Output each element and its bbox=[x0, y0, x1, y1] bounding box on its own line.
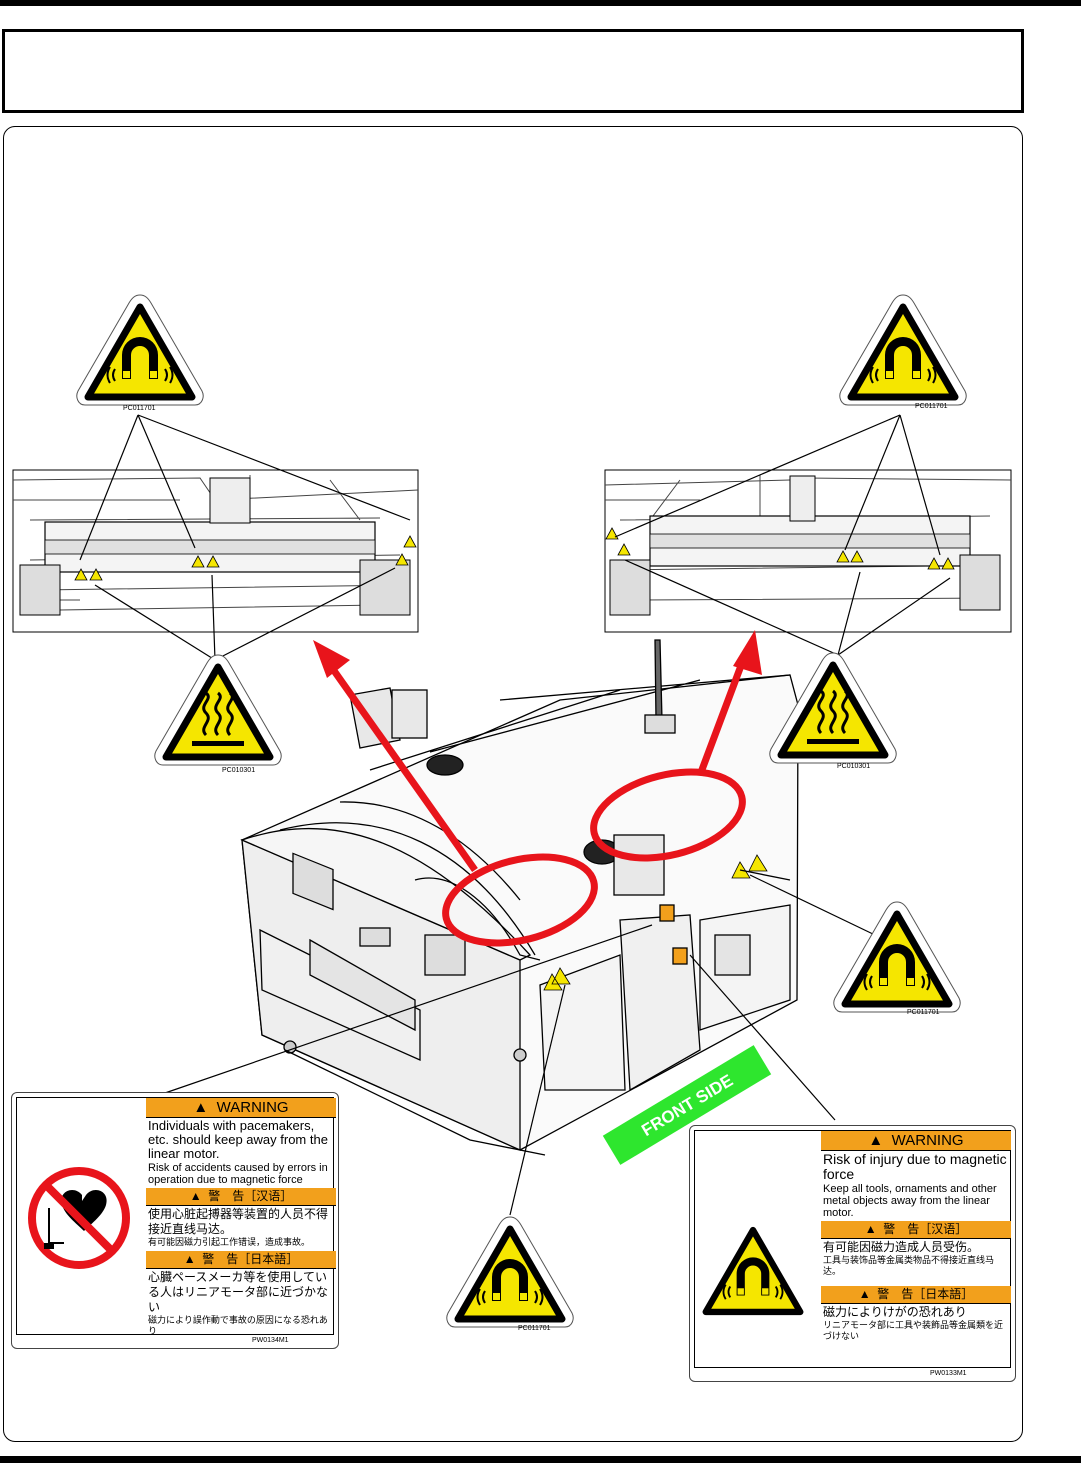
warning-ja-main: 心臓ペースメーカ等を使用している人はリニアモータ部に近づかない bbox=[148, 1270, 329, 1314]
sign-code: PC010301 bbox=[837, 763, 870, 770]
warning-text-block: ▲ WARNING Risk of injury due to magnetic… bbox=[821, 1131, 1011, 1345]
hot-surface-icon bbox=[155, 655, 281, 765]
label-code: PW0133M1 bbox=[930, 1370, 967, 1377]
warning-en-sub: Keep all tools, ornaments and other meta… bbox=[823, 1183, 997, 1219]
warning-ja-title: 警 告［日本語］ bbox=[202, 1252, 299, 1266]
exclamation-triangle-icon: ▲ bbox=[183, 1252, 196, 1266]
sign-code: PC011701 bbox=[123, 405, 156, 412]
warning-ja-sub: リニアモータ部に工具や装飾品等金属類を近づけない bbox=[823, 1321, 1004, 1342]
highlight-markers bbox=[313, 630, 762, 947]
warning-zh-main: 使用心脏起搏器等装置的人员不得接近直线马达。 bbox=[148, 1207, 329, 1236]
top-rule bbox=[0, 0, 1081, 6]
warning-en-main: Risk of injury due to magnetic force bbox=[823, 1151, 1007, 1182]
magnetic-field-icon bbox=[77, 295, 203, 405]
header-box bbox=[2, 29, 1024, 113]
exclamation-triangle-icon: ▲ bbox=[193, 1099, 209, 1116]
magnetic-field-icon bbox=[447, 1217, 573, 1327]
warning-zh-title: 警 告［汉语］ bbox=[208, 1189, 293, 1203]
magnetic-field-icon bbox=[840, 295, 966, 405]
leader-lines bbox=[79, 414, 951, 1216]
warning-ja-main: 磁力によりけがの恐れあり bbox=[823, 1305, 967, 1319]
warning-title: WARNING bbox=[891, 1132, 964, 1149]
warning-label-magnetic: ▲ WARNING Risk of injury due to magnetic… bbox=[689, 1125, 1016, 1382]
detail-view-left bbox=[12, 469, 419, 633]
warning-label-pacemaker: ▲ WARNING Individuals with pacemakers, e… bbox=[11, 1092, 339, 1349]
magnetic-field-icon bbox=[702, 1226, 804, 1316]
no-pacemaker-icon bbox=[28, 1167, 130, 1269]
exclamation-triangle-icon: ▲ bbox=[864, 1222, 877, 1236]
exclamation-triangle-icon: ▲ bbox=[189, 1189, 202, 1203]
detail-view-right bbox=[604, 469, 1012, 633]
mounter-machine bbox=[240, 639, 799, 1156]
label-code: PW0134M1 bbox=[252, 1337, 289, 1344]
warning-text-block: ▲ WARNING Individuals with pacemakers, e… bbox=[146, 1098, 336, 1340]
warning-zh-title: 警 告［汉语］ bbox=[883, 1222, 968, 1236]
warning-zh-sub: 有可能因磁力引起工作错误，造成事故。 bbox=[148, 1238, 311, 1248]
sign-code: PC010301 bbox=[222, 767, 255, 774]
warning-title: WARNING bbox=[216, 1099, 289, 1116]
magnetic-field-icon bbox=[834, 902, 960, 1012]
exclamation-triangle-icon: ▲ bbox=[858, 1287, 871, 1301]
exclamation-triangle-icon: ▲ bbox=[868, 1132, 884, 1149]
warning-ja-sub: 磁力により誤作動で事故の原因になる恐れあり bbox=[148, 1316, 328, 1337]
sign-code: PC011701 bbox=[915, 403, 948, 410]
warning-zh-sub: 工具与装饰品等金属类物品不得接近直线马达。 bbox=[823, 1256, 995, 1277]
warning-en-sub: Risk of accidents caused by errors in op… bbox=[148, 1162, 328, 1186]
warning-en-main: Individuals with pacemakers, etc. should… bbox=[148, 1118, 328, 1161]
sign-code: PC011701 bbox=[907, 1009, 940, 1016]
sign-code: PC011701 bbox=[518, 1325, 551, 1332]
warning-zh-main: 有可能因磁力造成人员受伤。 bbox=[823, 1240, 980, 1254]
warning-ja-title: 警 告［日本語］ bbox=[877, 1287, 974, 1301]
bottom-rule bbox=[0, 1456, 1081, 1463]
